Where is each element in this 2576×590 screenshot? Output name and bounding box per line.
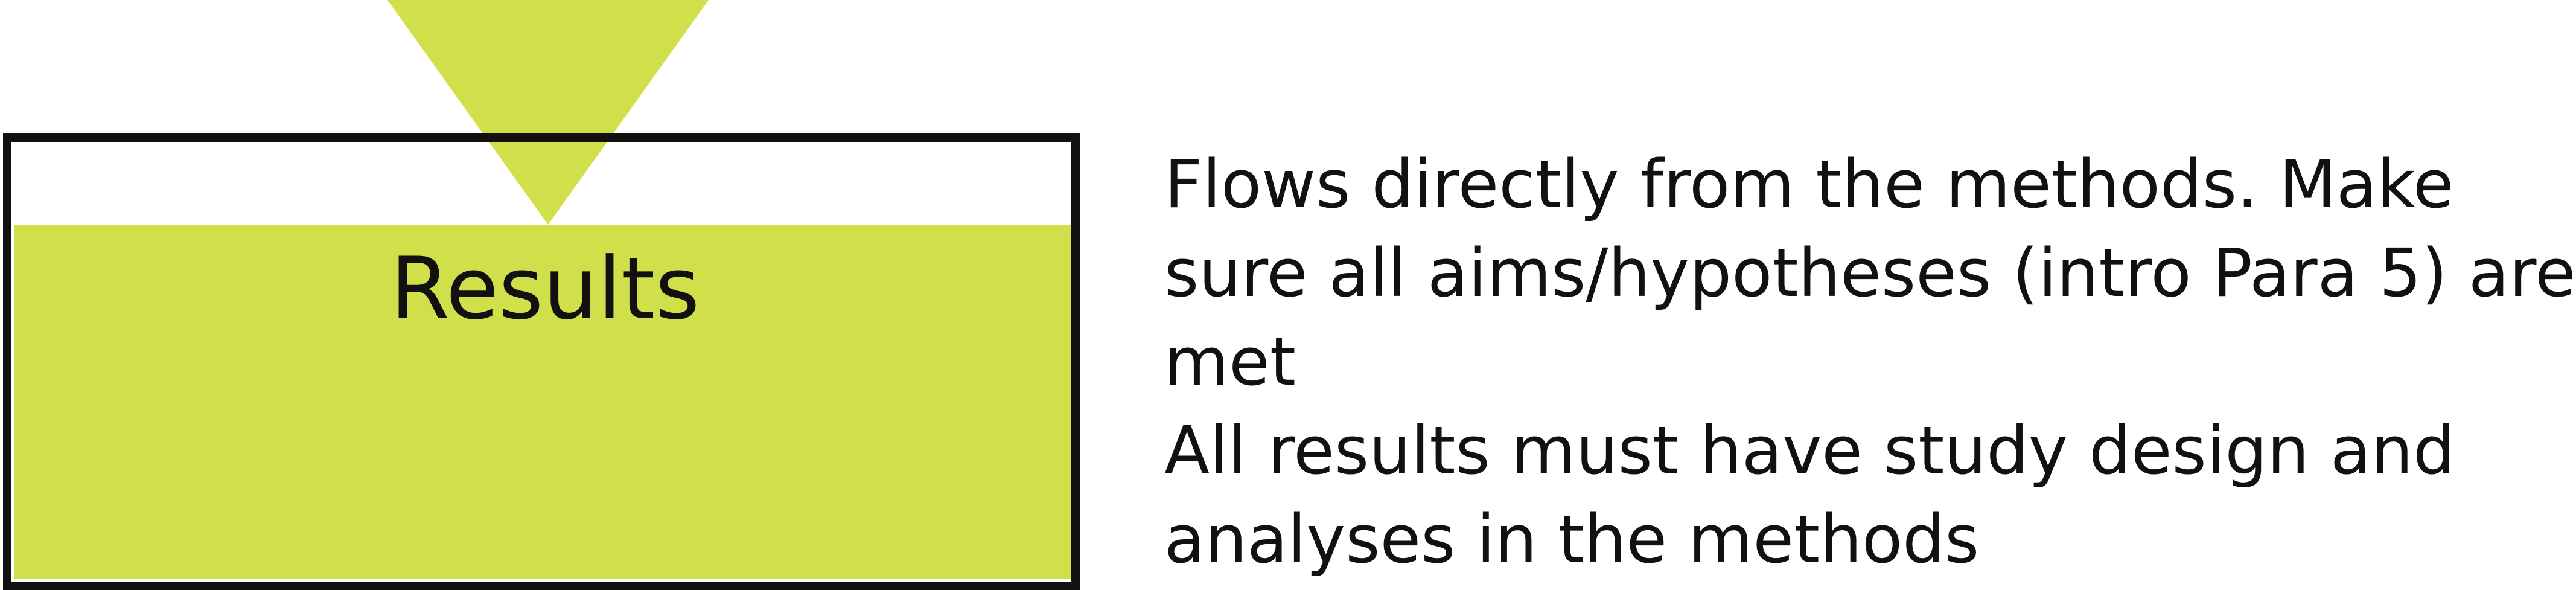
description-line-5: analyses in the methods (1164, 501, 1980, 578)
results-flow-diagram (3, 0, 1080, 590)
description-line-4: All results must have study design and (1164, 412, 2455, 489)
results-fill-area (14, 225, 1076, 579)
results-box-frame (3, 133, 1080, 590)
inflow-triangle (387, 0, 709, 225)
description-line-2: sure all aims/hypotheses (intro Para 5) … (1164, 234, 2576, 312)
description-line-3: met (1164, 323, 1296, 400)
results-box-label: Results (390, 239, 700, 339)
results-description: Flows directly from the methods. Make su… (1164, 140, 2576, 584)
description-line-1: Flows directly from the methods. Make (1164, 146, 2454, 223)
